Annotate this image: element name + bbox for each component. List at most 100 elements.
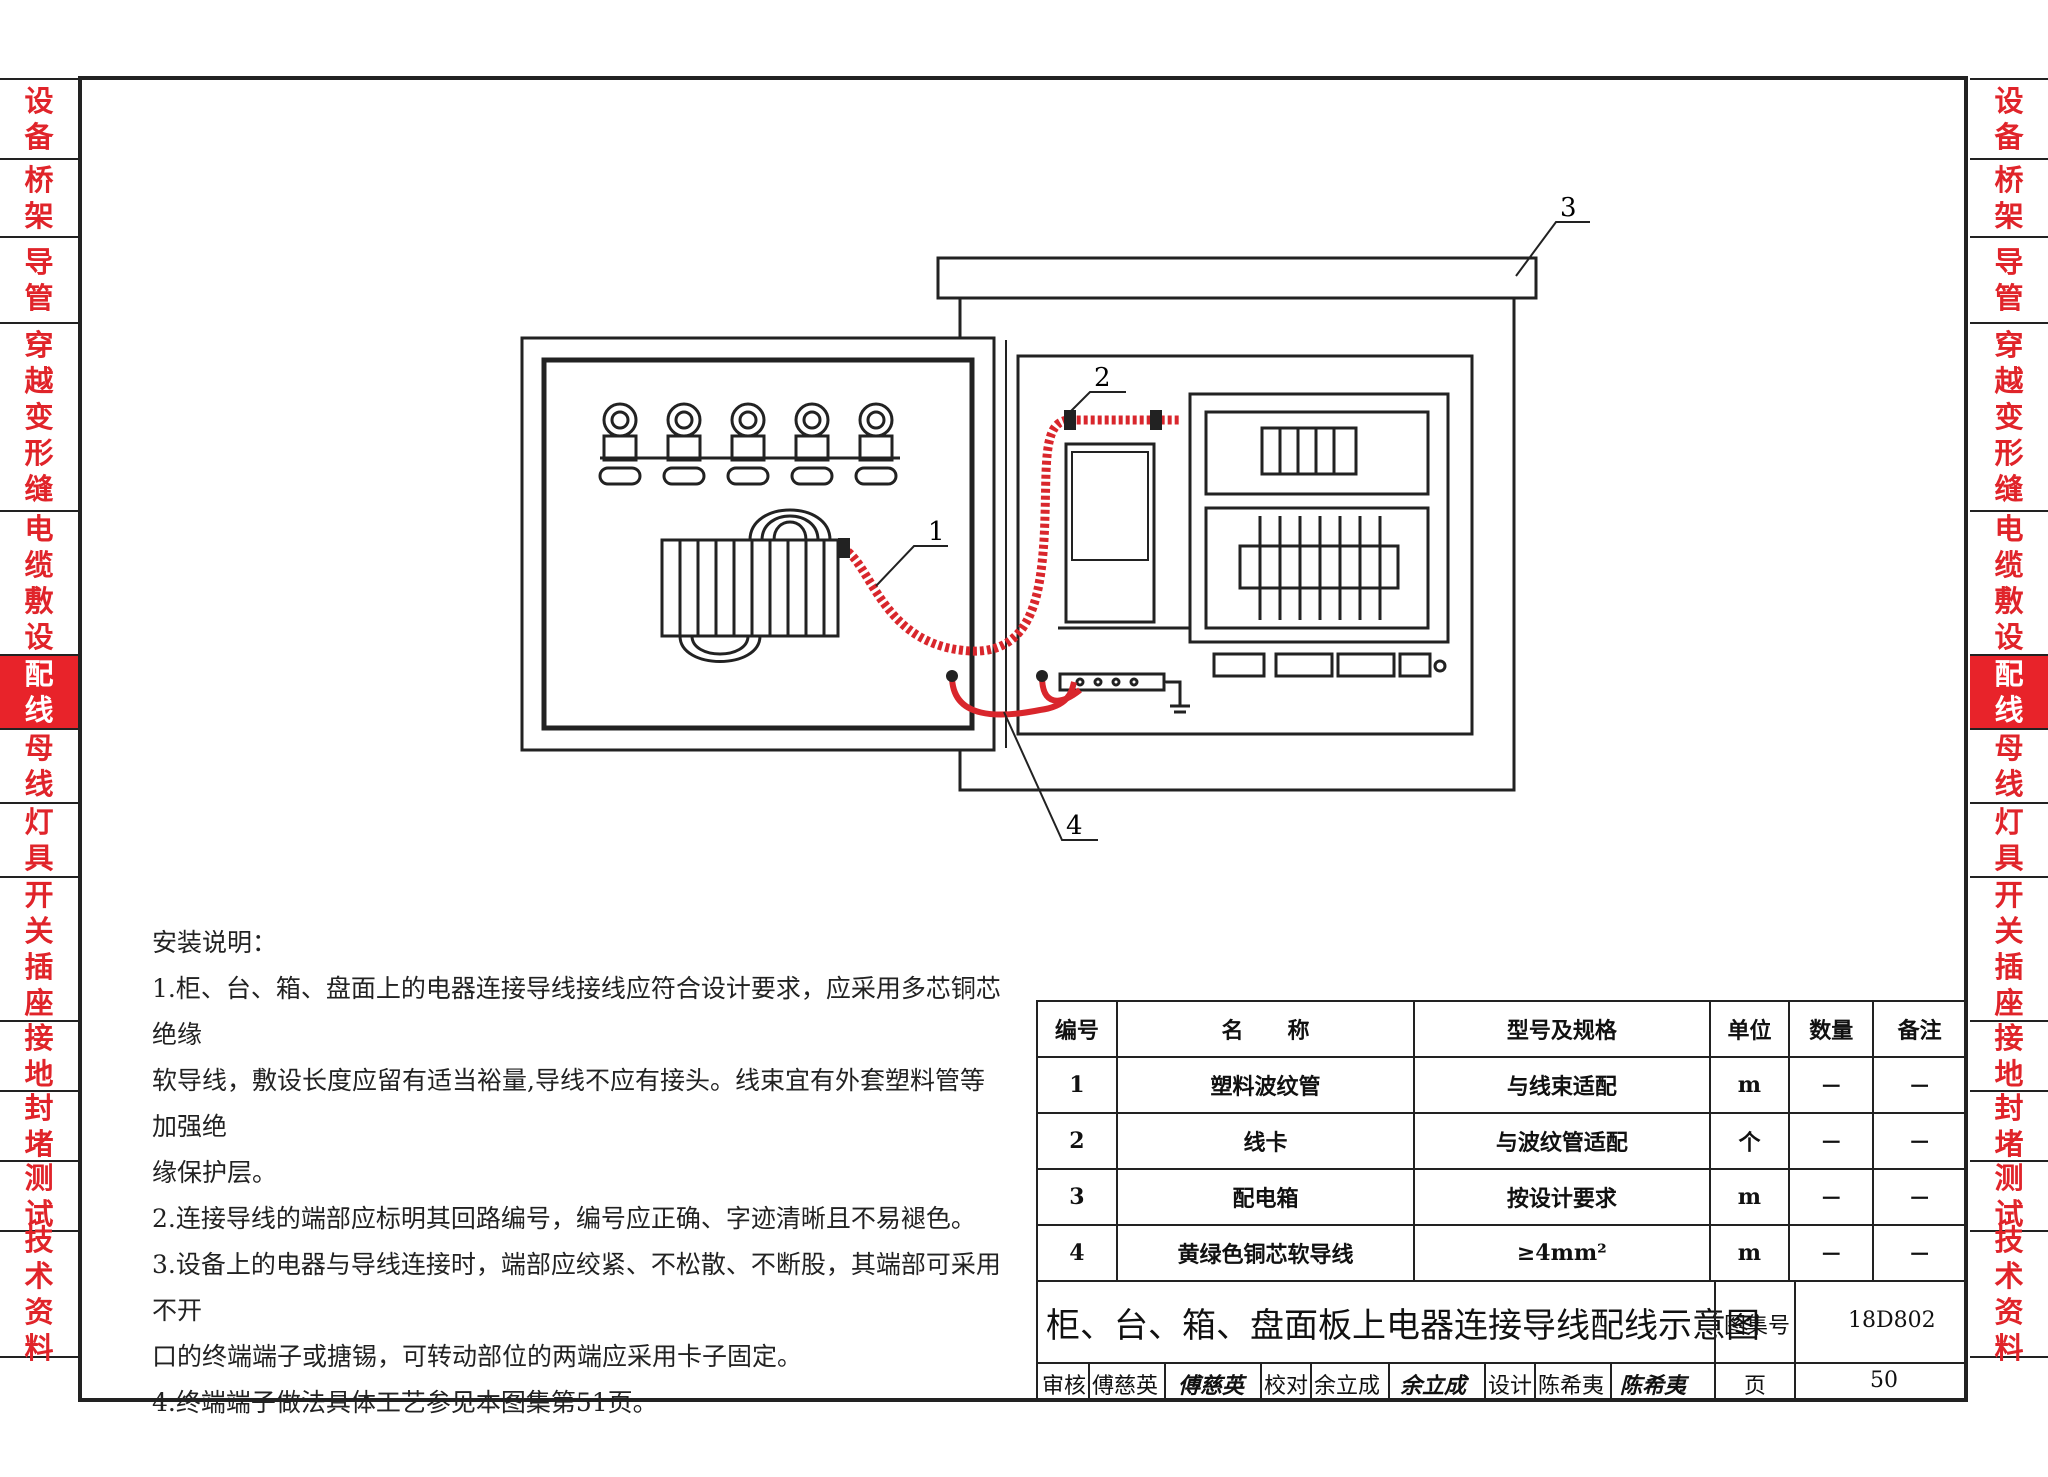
table-cell: m xyxy=(1708,1168,1791,1226)
check-label: 校对 xyxy=(1264,1374,1309,1399)
cabinet-top-cap xyxy=(936,256,1538,300)
leader-line-2 xyxy=(1069,391,1126,413)
side-tab-label: 接地 xyxy=(1994,1021,2024,1091)
table-cell: － xyxy=(1872,1224,1967,1282)
indicator-lamps xyxy=(598,402,900,486)
side-tab[interactable]: 穿越变形缝 xyxy=(1970,322,2048,512)
notes-heading: 安装说明： xyxy=(152,928,278,957)
side-tab[interactable]: 电缆敷设 xyxy=(0,510,78,656)
review-label: 审核 xyxy=(1042,1374,1087,1399)
conduit-clip xyxy=(838,538,850,558)
title-block: 柜、台、箱、盘面板上电器连接导线配线示意图 图集号 18D802 审核 傅慈英 … xyxy=(1036,1280,1967,1400)
indicator-lamp xyxy=(854,402,898,486)
side-tab-label: 桥架 xyxy=(24,163,54,233)
table-cell: 按设计要求 xyxy=(1413,1168,1711,1226)
side-tab-label: 穿越变形缝 xyxy=(24,328,54,506)
notes-item: 缘保护层。 xyxy=(152,1158,278,1187)
atlas-label: 图集号 xyxy=(1724,1314,1791,1339)
ground-bar xyxy=(1058,672,1190,714)
table-cell: － xyxy=(1872,1168,1967,1226)
side-tab-label: 电缆敷设 xyxy=(1994,512,2024,654)
table-cell: － xyxy=(1788,1224,1875,1282)
side-tab-label: 导管 xyxy=(24,245,54,315)
conduit-clip xyxy=(1064,410,1076,430)
table-header: 备注 xyxy=(1872,1000,1967,1058)
table-cell: 线卡 xyxy=(1115,1112,1416,1170)
side-tab-label: 灯具 xyxy=(1994,805,2024,875)
callout-3: 3 xyxy=(1560,193,1577,223)
side-tab[interactable]: 配线 xyxy=(0,654,78,730)
side-tab[interactable]: 技术资料 xyxy=(1970,1223,2048,1365)
table-row: 1 塑料波纹管 与线束适配 m － － xyxy=(1036,1056,1967,1114)
leader-line-3 xyxy=(1515,221,1590,277)
table-header: 数量 xyxy=(1788,1000,1875,1058)
side-tab-label: 技术资料 xyxy=(24,1223,54,1365)
table-cell: 4 xyxy=(1036,1224,1118,1282)
table-cell: 1 xyxy=(1036,1056,1118,1114)
side-tab[interactable]: 桥架 xyxy=(1970,158,2048,238)
side-tab-label: 穿越变形缝 xyxy=(1994,328,2024,506)
table-cell: 塑料波纹管 xyxy=(1115,1056,1416,1114)
side-tab[interactable]: 穿越变形缝 xyxy=(0,322,78,512)
side-tab-label: 母线 xyxy=(24,731,54,801)
page-number: 50 xyxy=(1870,1368,1898,1393)
side-tab[interactable]: 开关插座 xyxy=(1970,876,2048,1022)
table-header: 单位 xyxy=(1708,1000,1791,1058)
side-tab-label: 灯具 xyxy=(24,805,54,875)
page-label: 页 xyxy=(1744,1374,1767,1399)
designer-signature: 陈希夷 xyxy=(1620,1373,1687,1399)
installation-notes: 安装说明： 1.柜、台、箱、盘面上的电器连接导线接线应符合设计要求，应采用多芯铜… xyxy=(152,920,1002,1426)
reviewer-name: 傅慈英 xyxy=(1092,1374,1159,1399)
side-tab[interactable]: 技术资料 xyxy=(0,1223,78,1365)
notes-item: 口的终端端子或搪锡，可转动部位的两端应采用卡子固定。 xyxy=(152,1342,803,1371)
side-tab-label: 封堵 xyxy=(24,1091,54,1161)
side-tab[interactable]: 封堵 xyxy=(0,1090,78,1162)
bottom-terminals xyxy=(1212,652,1447,678)
side-tab-label: 技术资料 xyxy=(1994,1223,2024,1365)
side-tab[interactable]: 接地 xyxy=(0,1020,78,1092)
ground-terminal xyxy=(1036,670,1048,682)
indicator-lamp xyxy=(598,402,642,486)
side-tab[interactable]: 母线 xyxy=(0,728,78,804)
indicator-lamp xyxy=(662,402,706,486)
signature-row: 审核 傅慈英 傅慈英 校对 余立成 余立成 设计 陈希夷 陈希夷 页 50 xyxy=(1036,1362,1967,1400)
side-tab-label: 封堵 xyxy=(1994,1091,2024,1161)
table-header: 名 称 xyxy=(1115,1000,1416,1058)
table-cell: 配电箱 xyxy=(1115,1168,1416,1226)
plastic-corrugated-conduit xyxy=(839,415,1180,656)
main-breakers xyxy=(1260,426,1358,476)
table-row: 3 配电箱 按设计要求 m － － xyxy=(1036,1168,1967,1226)
side-tab[interactable]: 设备 xyxy=(0,78,78,160)
side-tab-label: 配线 xyxy=(24,657,54,727)
side-tab[interactable]: 开关插座 xyxy=(0,876,78,1022)
door-terminal-block xyxy=(660,508,840,663)
table-cell: － xyxy=(1872,1112,1967,1170)
side-tab[interactable]: 接地 xyxy=(1970,1020,2048,1092)
table-cell: 与波纹管适配 xyxy=(1413,1112,1711,1170)
reviewer-signature: 傅慈英 xyxy=(1178,1373,1245,1399)
side-tab-label: 导管 xyxy=(1994,245,2024,315)
table-cell: m xyxy=(1708,1056,1791,1114)
table-cell: 个 xyxy=(1708,1112,1791,1170)
ground-terminal xyxy=(946,670,958,682)
atlas-number: 18D802 xyxy=(1848,1308,1936,1333)
side-tab-label: 开关插座 xyxy=(1994,878,2024,1020)
table-row: 4 黄绿色铜芯软导线 ≥4mm² m － － xyxy=(1036,1224,1967,1282)
side-tab-label: 电缆敷设 xyxy=(24,512,54,654)
notes-item: 软导线，敷设长度应留有适当裕量,导线不应有接头。线束宜有外套塑料管等加强绝 xyxy=(152,1066,985,1141)
designer-name: 陈希夷 xyxy=(1538,1374,1605,1399)
notes-item: 3.设备上的电器与导线连接时，端部应绞紧、不松散、不断股，其端部可采用不开 xyxy=(152,1250,1001,1325)
table-cell: － xyxy=(1788,1112,1875,1170)
callout-2: 2 xyxy=(1094,363,1111,393)
table-cell: － xyxy=(1872,1056,1967,1114)
table-header-row: 编号 名 称 型号及规格 单位 数量 备注 xyxy=(1036,1000,1967,1058)
table-cell: 3 xyxy=(1036,1168,1118,1226)
side-tab-label: 桥架 xyxy=(1994,163,2024,233)
drawing-title: 柜、台、箱、盘面板上电器连接导线配线示意图 xyxy=(1046,1306,1760,1346)
drawing-frame xyxy=(78,76,1968,1402)
side-tab-label: 母线 xyxy=(1994,731,2024,801)
table-cell: 与线束适配 xyxy=(1413,1056,1711,1114)
table-cell: － xyxy=(1788,1168,1875,1226)
side-tab[interactable]: 桥架 xyxy=(0,158,78,238)
